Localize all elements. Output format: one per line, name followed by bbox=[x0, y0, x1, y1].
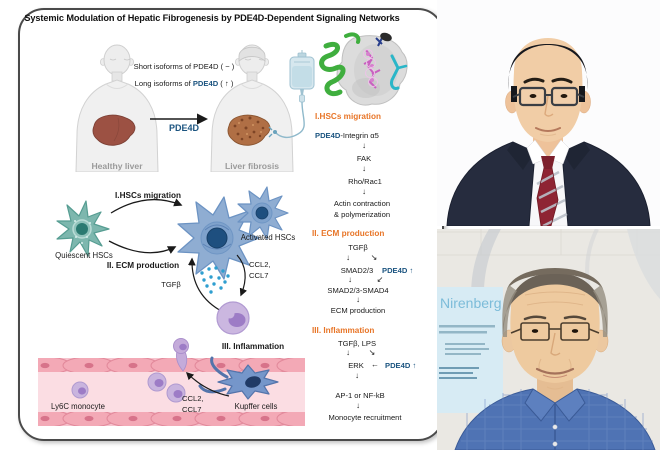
activated-hsc-cell-large bbox=[177, 196, 260, 280]
activated-hscs-label: Activated HSCs bbox=[240, 233, 296, 242]
pathway-node-pde4d-integrin: PDE4D-Integrin α5 bbox=[315, 131, 379, 140]
short-isoform-text: Short isoforms of PDE4D ( − ) bbox=[133, 62, 235, 71]
shirt-checks bbox=[461, 389, 653, 450]
pathway-node-fak: FAK bbox=[356, 154, 372, 163]
endothelium-top bbox=[38, 358, 305, 372]
lumen-monocytes bbox=[71, 372, 186, 403]
pathway-node-tgfb-lps: TGFβ, LPS bbox=[337, 339, 377, 348]
nirenberg-poster bbox=[437, 287, 503, 413]
iv-bag bbox=[268, 50, 315, 139]
ccl-label-cells: CCL2, CCL7 bbox=[249, 260, 271, 280]
long-isoform-text: Long isoforms of PDE4D ( ↑ ) bbox=[134, 79, 234, 88]
healthy-man-figure bbox=[75, 44, 159, 172]
cycle-arrow-right bbox=[236, 254, 248, 297]
pathway-node-smad-complex: SMAD2/3-SMAD4 bbox=[327, 286, 389, 295]
pathway-node-actin: Actin contraction & polymerization bbox=[333, 199, 391, 219]
transmigrating-monocyte bbox=[173, 338, 189, 372]
kupffer-cell bbox=[198, 356, 279, 400]
left-arrow: ← bbox=[371, 360, 379, 369]
pathway-node-smad23: SMAD2/3 bbox=[340, 266, 374, 275]
fibrosis-man-figure bbox=[210, 44, 315, 172]
portrait-top-head bbox=[505, 38, 591, 142]
vessel-illustration bbox=[38, 338, 305, 426]
portrait-bottom-head bbox=[454, 268, 656, 450]
green-helix bbox=[319, 32, 361, 97]
southeast-arrow: ↘ bbox=[370, 253, 378, 262]
pde4d-arrow-label: PDE4D bbox=[168, 123, 200, 133]
fibrotic-liver-shape bbox=[227, 114, 271, 146]
southwest-arrow: ↙ bbox=[376, 275, 384, 284]
pathway-migration-header: I.HSCs migration bbox=[315, 112, 381, 121]
pathway-ecm-header: II. ECM production bbox=[312, 229, 385, 238]
portrait-top-suit bbox=[446, 128, 651, 226]
down-arrow: ↓ bbox=[348, 275, 352, 284]
portrait-photo-top bbox=[437, 0, 660, 226]
pathway-node-tgfb: TGFβ bbox=[348, 243, 368, 252]
poster-title-text: Nirenberg bbox=[440, 295, 502, 311]
down-arrow: ↓ bbox=[362, 187, 366, 196]
portrait-top-tie bbox=[536, 156, 568, 226]
migration-arrow-bottom bbox=[108, 240, 177, 254]
tgfb-label: TGFβ bbox=[161, 280, 181, 289]
protein-structure-illustration bbox=[319, 32, 408, 106]
migration-label: I.HSCs migration bbox=[115, 191, 181, 200]
healthy-liver-shape bbox=[92, 114, 136, 146]
southeast-arrow: ↘ bbox=[368, 348, 376, 357]
down-arrow: ↓ bbox=[346, 253, 350, 262]
inflammation-label: III. Inflammation bbox=[221, 342, 285, 351]
down-arrow: ↓ bbox=[362, 141, 366, 150]
humans-illustration bbox=[75, 44, 315, 172]
endothelium-bottom bbox=[38, 412, 305, 426]
liver-fibrosis-label: Liver fibrosis bbox=[225, 161, 279, 171]
hsc-cells-illustration bbox=[56, 186, 289, 335]
quiescent-hsc-cell bbox=[56, 200, 110, 257]
pathway-node-monocyte-recruitment: Monocyte recruitment bbox=[328, 413, 402, 422]
migration-arrow-top bbox=[110, 198, 183, 214]
ccl-label-vessel: CCL2, CCL7 bbox=[182, 394, 204, 414]
kupffer-cells-label: Kupffer cells bbox=[234, 402, 278, 411]
kupffer-ccl-arrow bbox=[185, 371, 230, 397]
down-arrow: ↓ bbox=[346, 348, 350, 357]
secreted-factor-dots bbox=[200, 266, 230, 294]
figure-title: Systemic Modulation of Hepatic Fibrogene… bbox=[24, 13, 400, 23]
down-arrow: ↓ bbox=[356, 295, 360, 304]
pathway-node-erk: ERK bbox=[348, 361, 364, 370]
cycle-arrow-left bbox=[187, 257, 224, 313]
head-cap bbox=[238, 46, 266, 62]
pathway-node-ecm-production: ECM production bbox=[330, 306, 386, 315]
down-arrow: ↓ bbox=[362, 164, 366, 173]
ligand-sticks bbox=[363, 49, 381, 89]
activated-hsc-cell-small bbox=[237, 186, 289, 240]
ecm-production-label: II. ECM production bbox=[106, 261, 180, 270]
cyan-sticks bbox=[390, 54, 408, 90]
pathway-node-rho-rac1: Rho/Rac1 bbox=[348, 177, 382, 186]
portrait-photo-bottom: Nirenberg bbox=[437, 229, 660, 450]
down-arrow: ↓ bbox=[355, 371, 359, 380]
pathway-inflammation-header: III. Inflammation bbox=[312, 326, 375, 335]
healthy-liver-label: Healthy liver bbox=[91, 161, 143, 171]
quiescent-hscs-label: Quiescent HSCs bbox=[55, 251, 113, 260]
ly6c-monocyte-label: Ly6C monocyte bbox=[51, 402, 105, 411]
pathway-node-pde4d-up: PDE4D ↑ bbox=[382, 266, 414, 275]
down-arrow: ↓ bbox=[356, 401, 360, 410]
pathway-node-ap1-nfkb: AP-1 or NF-kB bbox=[335, 391, 385, 400]
monocyte-cell bbox=[216, 301, 250, 335]
glasses bbox=[510, 322, 600, 341]
pathway-node-pde4d-up-2: PDE4D ↑ bbox=[385, 361, 417, 370]
